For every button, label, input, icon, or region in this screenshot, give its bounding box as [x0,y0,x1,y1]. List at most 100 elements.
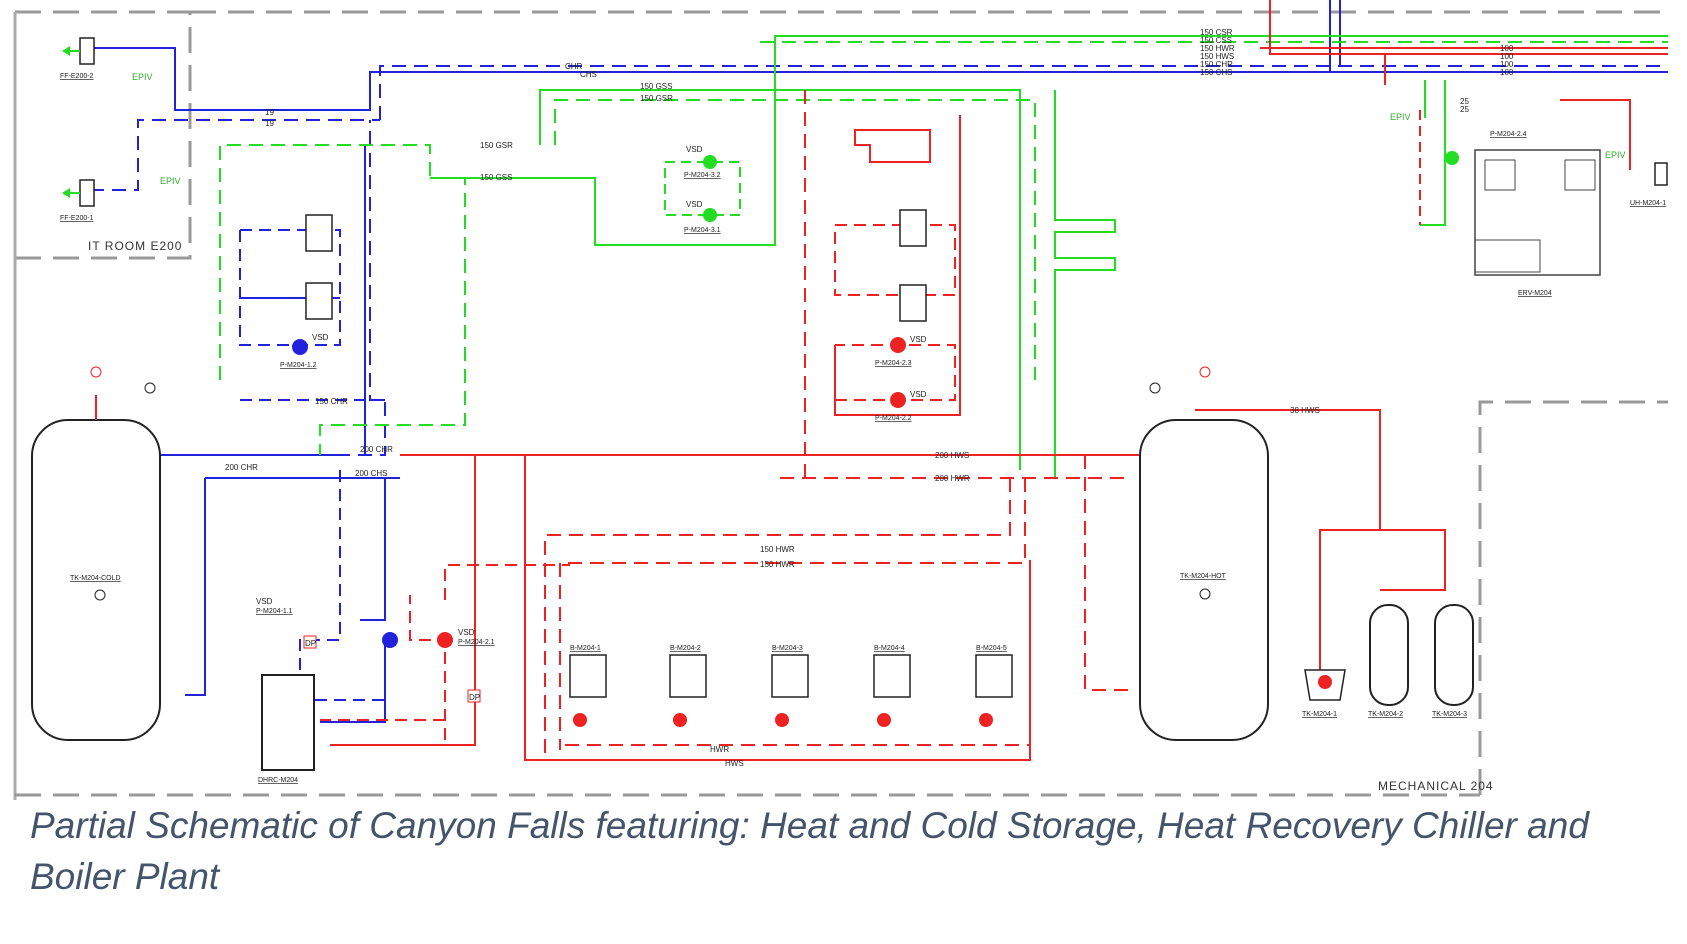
boiler-label: B-M204-2 [670,645,701,652]
svg-text:P-M204-1.2: P-M204-1.2 [280,362,317,369]
boiler-label: B-M204-1 [570,645,601,652]
svg-text:VSD: VSD [686,200,703,209]
mechanical-room-label: MECHANICAL 204 [1378,779,1494,793]
svg-text:FF-E200-1: FF-E200-1 [60,215,94,222]
hrc-pumps: VSD P-M204-2.3 VSD P-M204-2.2 [875,209,927,422]
svg-text:HWR: HWR [710,745,729,754]
top-pipe-labels: 150 CSR 150 CSS 150 HWR 150 HWS 150 CHR … [265,28,1514,182]
fan-filter-1-unit [79,179,95,207]
svg-text:150 CHR: 150 CHR [1200,60,1233,69]
valve-icon [90,366,102,378]
svg-text:VSD: VSD [686,145,703,154]
svg-text:VSD: VSD [910,335,927,344]
svg-text:19: 19 [265,119,274,128]
svg-text:150 HWR: 150 HWR [760,545,795,554]
caption-line-2: Boiler Plant [30,856,220,897]
svg-text:P-M204-2.3: P-M204-2.3 [875,360,912,367]
svg-text:VSD: VSD [910,390,927,399]
svg-text:150 HWS: 150 HWS [1200,52,1234,61]
boiler-5 [975,654,1013,727]
svg-text:150 CSS: 150 CSS [1200,36,1232,45]
svg-text:150 CHR: 150 CHR [315,397,348,406]
svg-text:P-M204-2.4: P-M204-2.4 [1490,131,1527,138]
svg-text:DP: DP [305,639,316,648]
boiler-label: B-M204-4 [874,645,905,652]
svg-text:200 CHR: 200 CHR [225,463,258,472]
svg-text:200 HWS: 200 HWS [935,451,969,460]
svg-text:150 HWR: 150 HWR [760,560,795,569]
svg-text:FF-E200-2: FF-E200-2 [60,73,94,80]
room-boundaries [13,10,1668,800]
svg-text:TK-M204-3: TK-M204-3 [1432,711,1467,718]
svg-text:25: 25 [1460,97,1469,106]
header-pipe-labels: 200 CHR 200 CHR 200 CHS 150 CHR 200 HWS … [225,397,1320,768]
it-room-equipment: FF-E200-2 EPIV FF-E200-1 EPIV IT ROOM E2… [60,37,182,253]
unit-heater [1654,162,1668,186]
fan-filter-2-unit [79,37,95,65]
gauge-icon [144,382,156,394]
chilled-pumps: VSD P-M204-1.2 VSD P-M204-1.1 DP [256,214,398,649]
arrow-left-icon [62,46,70,56]
boiler-2 [669,654,707,727]
it-room-label: IT ROOM E200 [88,239,182,253]
svg-text:150 GSR: 150 GSR [640,94,673,103]
svg-text:150 GSS: 150 GSS [640,82,672,91]
svg-text:VSD: VSD [458,628,475,637]
svg-text:P-M204-2.1: P-M204-2.1 [458,639,495,646]
svg-text:100: 100 [1500,60,1514,69]
svg-text:DP: DP [469,693,480,702]
caption-line-1: Partial Schematic of Canyon Falls featur… [30,805,1589,846]
svg-text:TK-M204-HOT: TK-M204-HOT [1180,573,1227,580]
boiler-1 [569,654,607,727]
svg-text:200 CHS: 200 CHS [355,469,387,478]
svg-text:25: 25 [1460,105,1469,114]
figure-caption: Partial Schematic of Canyon Falls featur… [30,800,1650,902]
heat-recovery-chiller: DHRC-M204 [258,674,315,784]
svg-text:100: 100 [1500,44,1514,53]
boiler-plant: B-M204-1 B-M204-2 B-M204-3 B-M204-4 B-M2… [569,645,1013,727]
gauge-icon [1149,382,1161,394]
svg-text:ERV-M204: ERV-M204 [1518,290,1552,297]
svg-text:150 GSR: 150 GSR [480,141,513,150]
svg-text:150 GSS: 150 GSS [480,173,512,182]
dp-sensor [303,635,317,649]
boiler-label: B-M204-5 [976,645,1007,652]
svg-text:TK-M204-COLD: TK-M204-COLD [70,575,121,582]
boiler-4 [873,654,911,727]
svg-text:TK-M204-1: TK-M204-1 [1302,711,1337,718]
svg-text:VSD: VSD [256,597,273,606]
svg-text:HWS: HWS [725,759,744,768]
svg-text:TK-M204-2: TK-M204-2 [1368,711,1403,718]
hot-storage-tank: TK-M204-HOT [1139,366,1269,741]
svg-text:CHR: CHR [565,62,583,71]
svg-text:200 HWR: 200 HWR [935,474,970,483]
svg-text:150 CSR: 150 CSR [1200,28,1233,37]
expansion-tanks: TK-M204-1 TK-M204-2 TK-M204-3 [1302,604,1474,718]
svg-text:200 CHR: 200 CHR [360,445,393,454]
hot-pump-2-1: VSD P-M204-2.1 DP [437,628,495,703]
cold-storage-tank: TK-M204-COLD [31,366,161,741]
svg-text:CHS: CHS [580,70,597,79]
svg-text:P-M204-2.2: P-M204-2.2 [875,415,912,422]
boiler-3 [771,654,809,727]
svg-text:VSD: VSD [312,333,329,342]
boiler-label: B-M204-3 [772,645,803,652]
svg-text:EPIV: EPIV [160,176,181,186]
ground-loop-piping [219,35,1668,478]
svg-text:150 HWR: 150 HWR [1200,44,1235,53]
schematic-diagram: 150 CSR 150 CSS 150 HWR 150 HWS 150 CHR … [13,0,1668,800]
energy-recovery-ventilator: P-M204-2.4 ERV-M204 EPIV EPIV UH-M204-1 [1390,112,1668,297]
svg-text:19: 19 [265,108,274,117]
svg-text:150 CHS: 150 CHS [1200,68,1232,77]
svg-text:38 HWS: 38 HWS [1290,406,1320,415]
svg-text:100: 100 [1500,68,1514,77]
svg-text:P-M204-3.2: P-M204-3.2 [684,172,721,179]
svg-text:EPIV: EPIV [132,72,153,82]
ground-pumps: VSD P-M204-3.2 VSD P-M204-3.1 [684,145,721,234]
svg-text:EPIV: EPIV [1605,150,1626,160]
valve-icon [1199,366,1211,378]
svg-text:UH-M204-1: UH-M204-1 [1630,200,1666,207]
svg-text:P-M204-3.1: P-M204-3.1 [684,227,721,234]
svg-text:100: 100 [1500,52,1514,61]
svg-text:P-M204-1.1: P-M204-1.1 [256,608,293,615]
